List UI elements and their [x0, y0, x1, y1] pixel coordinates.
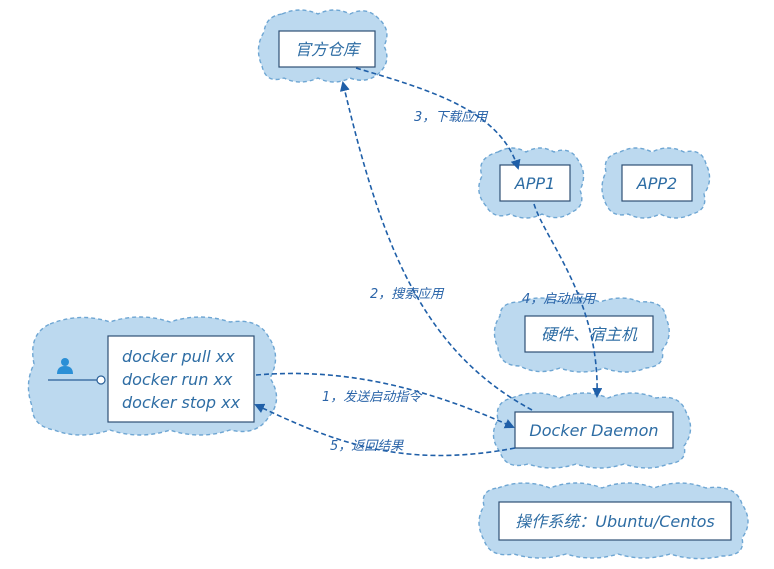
client-command-run: docker run xx — [122, 370, 233, 389]
client-command-stop: docker stop xx — [122, 393, 241, 412]
host-label: 硬件、宿主机 — [541, 325, 638, 344]
registry-label: 官方仓库 — [295, 40, 362, 59]
edge-label-return-result: 5，返回结果 — [330, 439, 404, 454]
edge-start-app — [533, 203, 603, 398]
edge-label-search-app: 2，搜索应用 — [370, 286, 445, 302]
app1-node: APP1 — [478, 147, 585, 219]
host-node: 硬件、宿主机 — [493, 297, 670, 373]
os-node: 操作系统：Ubuntu/Centos — [478, 482, 749, 560]
edge-label-start-app: 4，启动应用 — [522, 291, 597, 307]
client-command-pull: docker pull xx — [122, 347, 235, 366]
registry-node: 官方仓库 — [257, 9, 388, 83]
daemon-label: Docker Daemon — [529, 421, 658, 440]
app2-box — [621, 164, 693, 202]
app1-box — [499, 164, 571, 202]
user-icon — [57, 358, 73, 374]
edge-send-start — [255, 372, 515, 429]
edge-label-download-app: 3，下载应用 — [414, 109, 489, 125]
app2-node: APP2 — [601, 147, 711, 219]
host-box — [524, 315, 654, 353]
edge-download-app — [355, 67, 521, 170]
client-node: docker pull xx docker run xx docker stop… — [27, 316, 278, 436]
app1-label: APP1 — [514, 174, 555, 193]
os-label: 操作系统：Ubuntu/Centos — [515, 512, 715, 531]
edge-search-app — [339, 81, 533, 411]
edge-label-send-start: 1，发送启动指令 — [322, 390, 423, 405]
app2-label: APP2 — [636, 174, 677, 193]
user-connector-port — [96, 375, 106, 385]
daemon-box — [514, 411, 674, 449]
registry-box — [278, 30, 376, 68]
client-box — [107, 335, 255, 423]
edge-return-result — [254, 403, 516, 457]
os-box — [498, 501, 732, 541]
daemon-node: Docker Daemon — [492, 392, 692, 469]
